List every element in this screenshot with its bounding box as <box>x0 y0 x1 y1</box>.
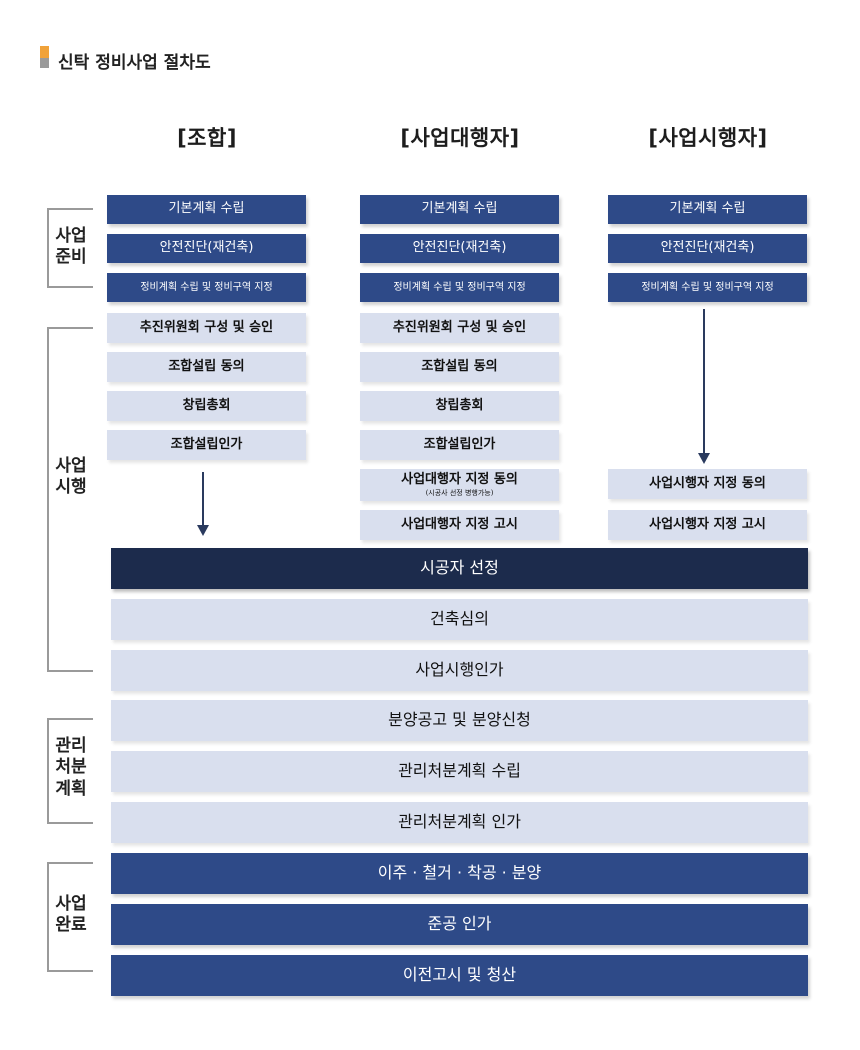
operator-basic-plan-box: 기본계획 수립 <box>608 195 807 224</box>
step-transfer-settlement: 이전고시 및 청산 <box>111 955 808 996</box>
column-header-operator: [사업시행자] <box>648 126 768 150</box>
operator-safety-box: 안전진단(재건축) <box>608 234 807 263</box>
operator-arrow-down-icon <box>698 453 710 464</box>
column-header-union: [조합] <box>177 126 237 150</box>
step-relocation-construction: 이주 · 철거 · 착공 · 분양 <box>111 853 808 894</box>
agent-designate-notice-box: 사업대행자 지정 고시 <box>360 510 559 540</box>
agent-consent-box: 조합설립 동의 <box>360 352 559 382</box>
union-zone-box: 정비계획 수립 및 정비구역 지정 <box>107 273 306 302</box>
stage-bracket-impl <box>47 327 93 672</box>
stage-bracket-prep <box>47 208 93 288</box>
step-contractor-selection: 시공자 선정 <box>111 548 808 589</box>
title-marker-icon <box>40 46 49 68</box>
stage-bracket-mgmt <box>47 718 93 824</box>
union-committee-box: 추진위원회 구성 및 승인 <box>107 313 306 343</box>
union-consent-box: 조합설립 동의 <box>107 352 306 382</box>
union-safety-box: 안전진단(재건축) <box>107 234 306 263</box>
step-sale-notice: 분양공고 및 분양신청 <box>111 700 808 741</box>
agent-designate-consent-box: 사업대행자 지정 동의 (시공사 선정 병행가능) <box>360 469 559 501</box>
operator-zone-box: 정비계획 수립 및 정비구역 지정 <box>608 273 807 302</box>
stage-bracket-done <box>47 862 93 972</box>
agent-assembly-box: 창립총회 <box>360 391 559 421</box>
agent-zone-box: 정비계획 수립 및 정비구역 지정 <box>360 273 559 302</box>
step-architectural-review: 건축심의 <box>111 599 808 640</box>
step-disposal-plan: 관리처분계획 수립 <box>111 751 808 792</box>
union-assembly-box: 창립총회 <box>107 391 306 421</box>
agent-designate-note: (시공사 선정 병행가능) <box>425 488 494 497</box>
page-title: 신탁 정비사업 절차도 <box>58 53 211 73</box>
operator-designate-consent-box: 사업시행자 지정 동의 <box>608 469 807 499</box>
agent-safety-box: 안전진단(재건축) <box>360 234 559 263</box>
step-disposal-plan-approval: 관리처분계획 인가 <box>111 802 808 843</box>
step-completion-approval: 준공 인가 <box>111 904 808 945</box>
agent-basic-plan-box: 기본계획 수립 <box>360 195 559 224</box>
agent-approval-box: 조합설립인가 <box>360 430 559 460</box>
union-approval-box: 조합설립인가 <box>107 430 306 460</box>
operator-arrow-line <box>703 309 705 454</box>
operator-designate-notice-box: 사업시행자 지정 고시 <box>608 510 807 540</box>
union-arrow-down-icon <box>197 525 209 536</box>
step-project-permit: 사업시행인가 <box>111 650 808 691</box>
union-arrow-line <box>202 472 204 526</box>
agent-committee-box: 추진위원회 구성 및 승인 <box>360 313 559 343</box>
union-basic-plan-box: 기본계획 수립 <box>107 195 306 224</box>
column-header-agent: [사업대행자] <box>400 126 520 150</box>
